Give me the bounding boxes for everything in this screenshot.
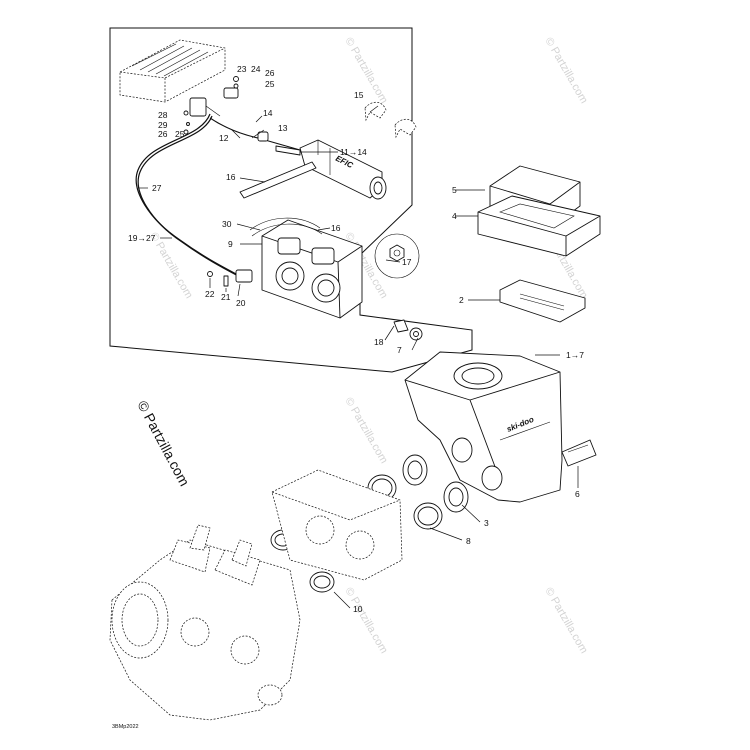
small-hardware — [183, 76, 239, 135]
callout-3: 3 — [484, 518, 489, 528]
callout-6: 6 — [575, 489, 580, 499]
watermark-text: © Partzilla.com — [342, 586, 389, 656]
watermark-text: © Partzilla.com — [542, 586, 589, 656]
adaptor-3 — [402, 454, 469, 513]
callout-8: 8 — [466, 536, 471, 546]
fuel-rail: EFIC — [299, 139, 387, 200]
small-parts-20-22 — [207, 271, 229, 287]
callout-11-14: 11→14 — [340, 147, 367, 157]
plate-2 — [499, 279, 586, 323]
callout-26-a: 26 — [265, 68, 275, 78]
sensor-28 — [189, 97, 221, 117]
sensor-13 — [209, 117, 301, 156]
callout-2: 2 — [459, 295, 464, 305]
leader-lines — [138, 105, 579, 609]
decal-6 — [561, 439, 597, 467]
callout-4: 4 — [452, 211, 457, 221]
callout-10: 10 — [353, 604, 363, 614]
callout-25-a: 25 — [265, 79, 275, 89]
callout-21: 21 — [221, 292, 231, 302]
callout-16-b: 16 — [331, 223, 341, 233]
callout-28: 28 — [158, 110, 168, 120]
callout-29: 29 — [158, 120, 168, 130]
callout-12: 12 — [219, 133, 229, 143]
drawing-code: 3BMp2022 — [112, 724, 139, 730]
callout-17: 17 — [402, 257, 412, 267]
ecu-module — [119, 39, 226, 103]
callout-16-a: 16 — [226, 172, 236, 182]
callout-13: 13 — [278, 123, 288, 133]
callout-30: 30 — [222, 219, 232, 229]
hose-16 — [239, 161, 317, 199]
watermark-text: © Partzilla.com — [342, 36, 389, 106]
nut-17 — [374, 233, 420, 279]
callout-20: 20 — [236, 298, 246, 308]
throttle-body-dashed — [271, 469, 403, 581]
wire-harness-27 — [135, 113, 253, 283]
airbox-1: ski-doo — [404, 351, 563, 503]
callout-19-27: 19→27 — [128, 233, 156, 243]
callout-5: 5 — [452, 185, 457, 195]
callout-14: 14 — [263, 108, 273, 118]
fitting-18 — [393, 319, 423, 341]
callout-26-b: 26 — [158, 129, 168, 139]
engine-dashed — [109, 524, 301, 721]
inset-frame — [109, 27, 473, 373]
callout-18: 18 — [374, 337, 384, 347]
callout-22: 22 — [205, 289, 215, 299]
callout-24: 24 — [251, 64, 261, 74]
filter-frame-4 — [477, 195, 601, 257]
callout-1-7: 1→7 — [566, 350, 584, 360]
throttle-body — [249, 217, 363, 319]
callout-15: 15 — [354, 90, 364, 100]
callout-25-b: 25 — [175, 129, 185, 139]
callout-23: 23 — [237, 64, 247, 74]
callout-7: 7 — [397, 345, 402, 355]
partzilla-watermark: © Partzilla.com — [134, 398, 192, 489]
clips-15 — [364, 101, 417, 139]
watermark-text: © Partzilla.com — [342, 396, 389, 466]
callout-labels: 1→7 2 3 4 5 6 7 8 9 10 11→14 12 13 14 15… — [128, 64, 584, 614]
callout-27: 27 — [152, 183, 162, 193]
callout-9: 9 — [228, 239, 233, 249]
watermark-text: © Partzilla.com — [542, 36, 589, 106]
